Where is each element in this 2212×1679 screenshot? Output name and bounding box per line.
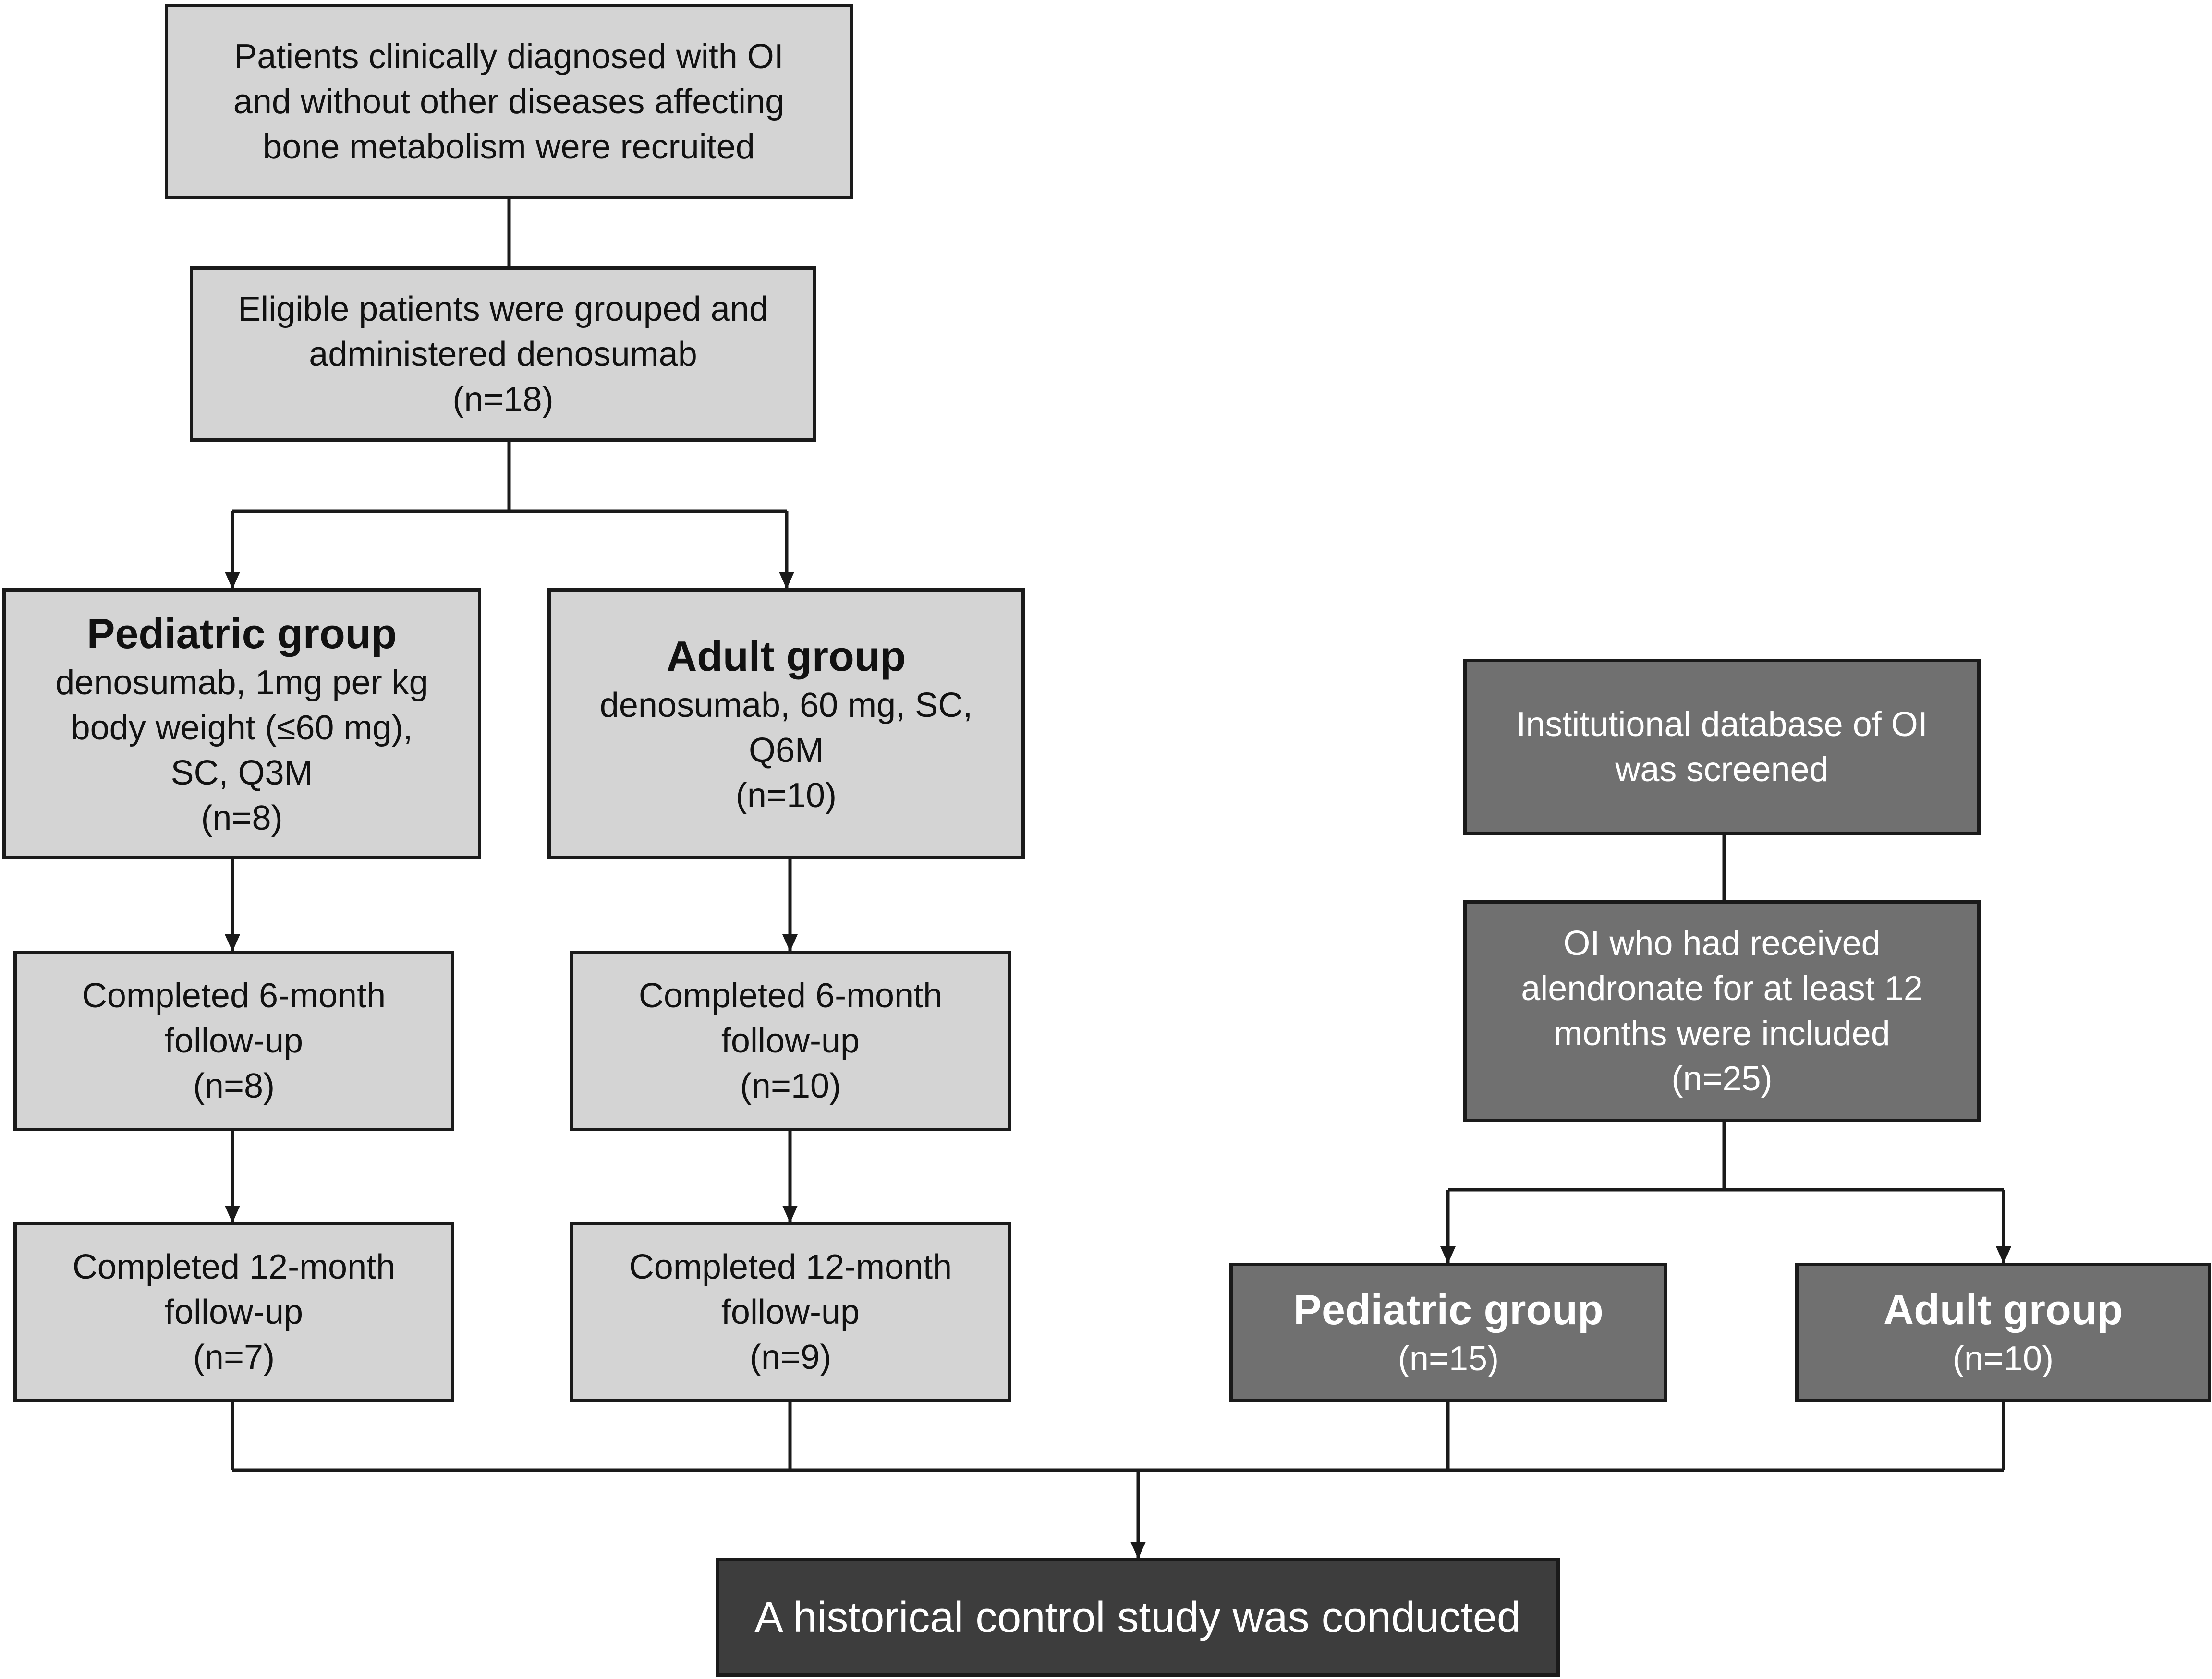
historical-pediatric-count: (n=15) <box>1398 1340 1499 1378</box>
adult-6month-line-1: Completed 6-month <box>638 977 943 1015</box>
pediatric-dose-line-1: denosumab, 1mg per kg <box>55 663 428 702</box>
historical-control-study-box: A historical control study was conducted <box>716 1558 1560 1677</box>
adult-group-title: Adult group <box>666 632 906 680</box>
pediatric-6month-count: (n=8) <box>193 1067 275 1105</box>
adult-count: (n=10) <box>735 776 837 815</box>
pediatric-6month-line-1: Completed 6-month <box>82 977 386 1015</box>
historical-pediatric-title: Pediatric group <box>1293 1286 1604 1333</box>
recruitment-line-1: Patients clinically diagnosed with OI <box>234 37 784 76</box>
adult-6month-line-2: follow-up <box>721 1022 860 1060</box>
recruitment-box: Patients clinically diagnosed with OI an… <box>165 4 853 199</box>
adult-12month-line-2: follow-up <box>721 1292 860 1331</box>
alendronate-line-3: months were included <box>1554 1015 1890 1053</box>
adult-group-box: Adult group denosumab, 60 mg, SC, Q6M (n… <box>547 588 1025 859</box>
adult-dose-line-1: denosumab, 60 mg, SC, <box>599 686 973 725</box>
pediatric-group-title: Pediatric group <box>86 609 397 657</box>
historical-adult-count: (n=10) <box>1952 1340 2054 1378</box>
database-line-2: was screened <box>1615 750 1829 789</box>
recruitment-line-3: bone metabolism were recruited <box>263 127 755 166</box>
adult-dose-line-2: Q6M <box>748 731 824 770</box>
pediatric-group-box: Pediatric group denosumab, 1mg per kg bo… <box>2 588 481 859</box>
historical-adult-title: Adult group <box>1883 1286 2123 1333</box>
adult-12month-count: (n=9) <box>749 1338 832 1377</box>
pediatric-count: (n=8) <box>201 798 283 837</box>
pediatric-12month-line-2: follow-up <box>164 1292 304 1331</box>
pediatric-12month-box: Completed 12-month follow-up (n=7) <box>13 1222 454 1402</box>
recruitment-line-2: and without other diseases affecting <box>233 82 785 121</box>
adult-6month-box: Completed 6-month follow-up (n=10) <box>570 951 1011 1131</box>
alendronate-box: OI who had received alendronate for at l… <box>1463 900 1981 1122</box>
eligible-box: Eligible patients were grouped and admin… <box>190 266 816 442</box>
historical-pediatric-box: Pediatric group (n=15) <box>1229 1263 1667 1402</box>
pediatric-12month-line-1: Completed 12-month <box>72 1247 396 1286</box>
adult-6month-count: (n=10) <box>740 1067 841 1105</box>
alendronate-count: (n=25) <box>1671 1060 1773 1098</box>
final-study-text: A historical control study was conducted <box>754 1593 1521 1642</box>
eligible-line-1: Eligible patients were grouped and <box>238 290 768 328</box>
eligible-count: (n=18) <box>452 380 554 419</box>
database-screen-box: Institutional database of OI was screene… <box>1463 659 1981 835</box>
pediatric-dose-line-3: SC, Q3M <box>170 753 313 792</box>
adult-12month-line-1: Completed 12-month <box>629 1247 952 1286</box>
alendronate-line-2: alendronate for at least 12 <box>1521 969 1923 1008</box>
historical-adult-box: Adult group (n=10) <box>1795 1263 2211 1402</box>
alendronate-line-1: OI who had received <box>1563 924 1881 963</box>
pediatric-dose-line-2: body weight (≤60 mg), <box>71 708 413 747</box>
database-line-1: Institutional database of OI <box>1516 705 1928 744</box>
adult-12month-box: Completed 12-month follow-up (n=9) <box>570 1222 1011 1402</box>
pediatric-6month-box: Completed 6-month follow-up (n=8) <box>13 951 454 1131</box>
eligible-line-2: administered denosumab <box>309 335 697 374</box>
pediatric-12month-count: (n=7) <box>193 1338 275 1377</box>
pediatric-6month-line-2: follow-up <box>164 1022 304 1060</box>
